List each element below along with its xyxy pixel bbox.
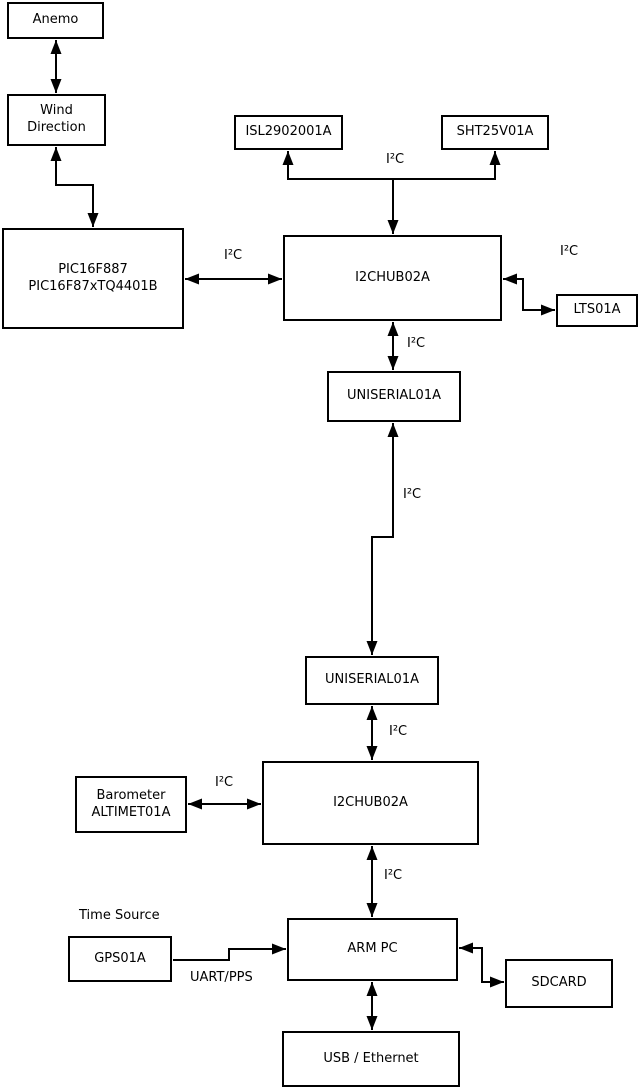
node-gps01a-label: GPS01A — [94, 950, 146, 966]
node-pic16f887: PIC16F887 PIC16F87xTQ4401B — [2, 228, 184, 329]
node-lts01a-label: LTS01A — [573, 302, 621, 318]
node-i2chub02a-lower-label: I2CHUB02A — [333, 794, 408, 810]
node-wind-direction-label-line1: Wind — [40, 103, 73, 119]
node-barometer-label-line2: ALTIMET01A — [91, 804, 171, 820]
node-arm-pc-label: ARM PC — [347, 941, 398, 957]
node-pic16f887-label-line2: PIC16F87xTQ4401B — [28, 278, 158, 294]
label-i2c-pic-hub: I²C — [224, 248, 243, 263]
node-i2chub02a-upper: I2CHUB02A — [283, 235, 502, 321]
edge-winddirection-pic — [50, 147, 99, 227]
label-i2c-hub-uniserial-upper: I²C — [407, 336, 426, 351]
node-uniserial01a-lower-label: UNISERIAL01A — [325, 672, 419, 688]
node-sht25v01a: SHT25V01A — [441, 115, 549, 150]
edge-branch-isl-sht — [282, 151, 501, 180]
edge-i2chub-upper-lts — [503, 273, 555, 316]
node-gps01a: GPS01A — [68, 936, 172, 982]
label-i2c-uniserial-link: I²C — [403, 487, 422, 502]
node-isl2902001a-label: ISL2902001A — [245, 124, 332, 140]
node-i2chub02a-upper-label: I2CHUB02A — [355, 269, 430, 285]
label-time-source: Time Source — [79, 908, 160, 923]
node-uniserial01a-upper-label: UNISERIAL01A — [347, 388, 441, 404]
node-uniserial01a-upper: UNISERIAL01A — [327, 371, 461, 422]
label-i2c-branch-top: I²C — [386, 152, 405, 167]
node-usb-ethernet: USB / Ethernet — [282, 1031, 460, 1087]
node-wind-direction-label-line2: Direction — [27, 120, 86, 135]
node-barometer-altimet01a: Barometer ALTIMET01A — [75, 776, 187, 833]
node-anemo: Anemo — [7, 2, 104, 39]
node-pic16f887-label-line1: PIC16F887 — [58, 261, 128, 277]
node-sdcard: SDCARD — [505, 959, 613, 1008]
edge-armpc-sdcard — [459, 942, 504, 988]
node-uniserial01a-lower: UNISERIAL01A — [305, 656, 439, 705]
edge-uniserial-upper-uniserial-lower — [366, 423, 399, 655]
label-uart-pps: UART/PPS — [190, 970, 253, 985]
node-wind-direction: Wind Direction — [7, 94, 106, 146]
edge-gps-armpc — [173, 943, 286, 961]
node-anemo-label: Anemo — [32, 12, 79, 28]
node-sht25v01a-label: SHT25V01A — [456, 124, 534, 140]
label-i2c-barometer-hub: I²C — [215, 775, 234, 790]
node-isl2902001a: ISL2902001A — [234, 115, 343, 150]
node-usb-ethernet-label: USB / Ethernet — [323, 1050, 419, 1066]
node-arm-pc: ARM PC — [287, 918, 458, 981]
node-barometer-label-line1: Barometer — [96, 787, 166, 803]
node-i2chub02a-lower: I2CHUB02A — [262, 761, 479, 845]
label-i2c-hub-lts: I²C — [560, 244, 579, 259]
node-lts01a: LTS01A — [556, 294, 638, 327]
label-i2c-hub-armpc: I²C — [384, 868, 403, 883]
label-i2c-uniserial-hub-lower: I²C — [389, 724, 408, 739]
node-sdcard-label: SDCARD — [531, 975, 587, 991]
